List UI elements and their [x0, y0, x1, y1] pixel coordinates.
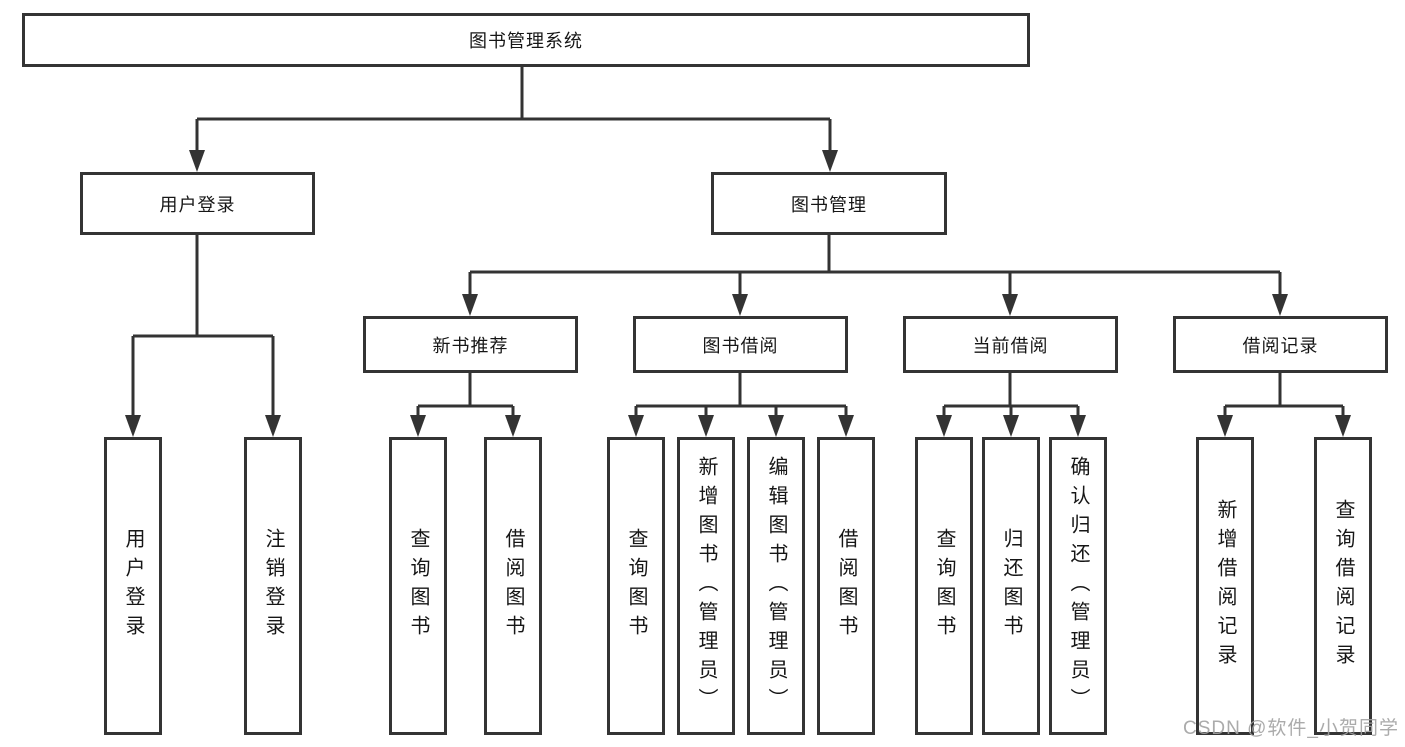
- node-label: 借阅记录: [1242, 335, 1319, 356]
- node-label: 用户登录: [159, 194, 236, 215]
- leaf-logout: 注销登录: [244, 437, 302, 735]
- leaf-borrow-books: 借阅图书: [817, 437, 875, 735]
- node-label: 当前借阅: [972, 335, 1049, 356]
- node-new-book-recommend: 新书推荐: [363, 316, 578, 373]
- leaf-query-borrow-record: 查询借阅记录: [1314, 437, 1372, 735]
- leaf-add-borrow-record: 新增借阅记录: [1196, 437, 1254, 735]
- node-label: 新书推荐: [432, 335, 509, 356]
- node-user-login: 用户登录: [80, 172, 315, 235]
- leaf-confirm-return-admin: 确认归还（管理员）: [1049, 437, 1107, 735]
- leaf-borrow-books-recommend: 借阅图书: [484, 437, 542, 735]
- csdn-watermark: CSDN @软件_小贺同学: [1183, 718, 1399, 739]
- node-label: 查询图书: [933, 528, 955, 644]
- node-label: 查询借阅记录: [1332, 499, 1354, 673]
- node-label: 编辑图书（管理员）: [765, 455, 787, 717]
- node-label: 注销登录: [262, 528, 284, 644]
- node-label: 归还图书: [1000, 528, 1022, 644]
- leaf-query-books-borrow: 查询图书: [607, 437, 665, 735]
- node-book-borrow: 图书借阅: [633, 316, 848, 373]
- node-label: 图书管理: [791, 194, 867, 215]
- node-label: 图书借阅: [702, 335, 779, 356]
- node-label: 查询图书: [407, 528, 429, 644]
- leaf-query-books-recommend: 查询图书: [389, 437, 447, 735]
- leaf-edit-book-admin: 编辑图书（管理员）: [747, 437, 805, 735]
- node-book-management: 图书管理: [711, 172, 947, 235]
- leaf-user-login: 用户登录: [104, 437, 162, 735]
- node-label: 图书管理系统: [469, 31, 583, 51]
- leaf-query-books-current: 查询图书: [915, 437, 973, 735]
- node-label: 查询图书: [625, 528, 647, 644]
- node-label: 借阅图书: [835, 528, 857, 644]
- node-label: 新增图书（管理员）: [695, 455, 717, 717]
- node-library-system: 图书管理系统: [22, 13, 1030, 67]
- node-label: 新增借阅记录: [1214, 499, 1236, 673]
- node-label: 借阅图书: [502, 528, 524, 644]
- node-current-borrow: 当前借阅: [903, 316, 1118, 373]
- node-label: 用户登录: [122, 528, 144, 644]
- leaf-return-book: 归还图书: [982, 437, 1040, 735]
- node-borrow-records: 借阅记录: [1173, 316, 1388, 373]
- leaf-add-book-admin: 新增图书（管理员）: [677, 437, 735, 735]
- node-label: 确认归还（管理员）: [1067, 455, 1089, 717]
